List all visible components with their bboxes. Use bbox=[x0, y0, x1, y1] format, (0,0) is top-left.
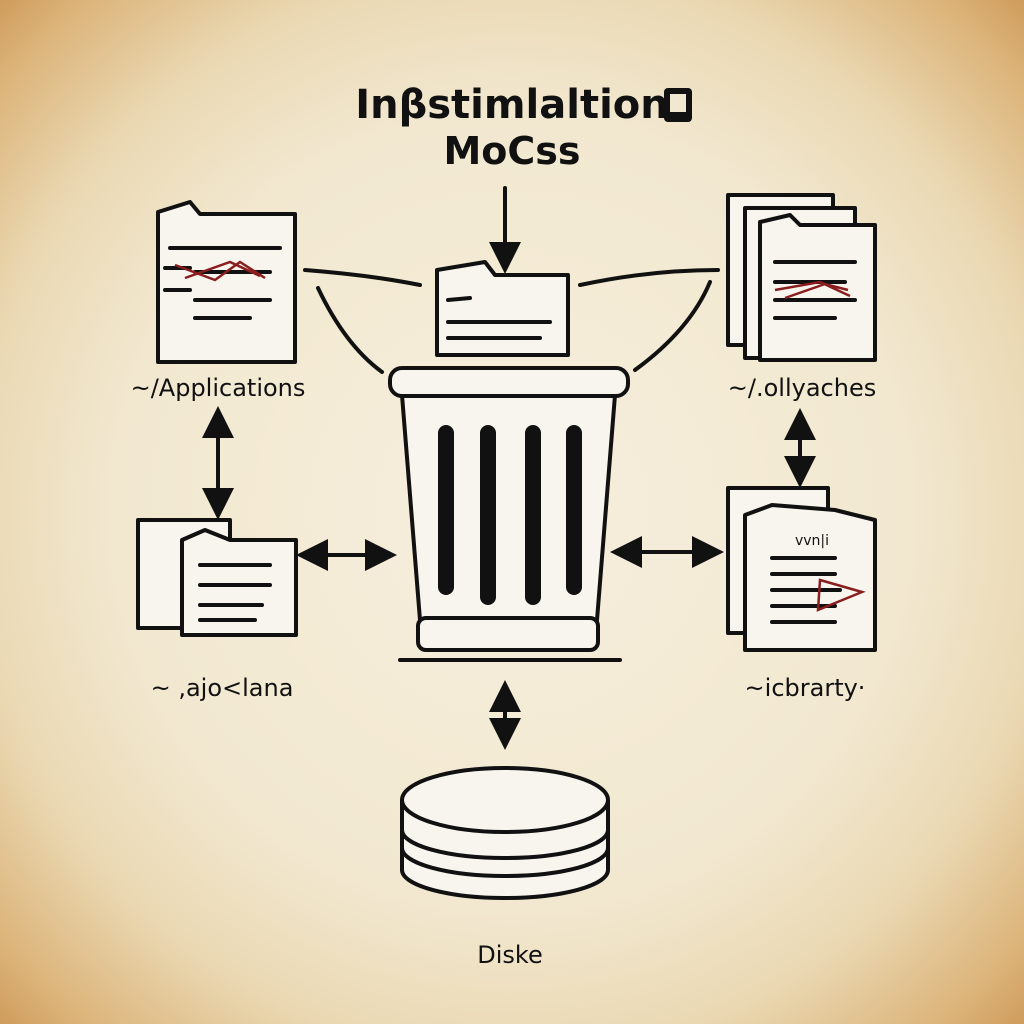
label-caches: ~/.ollyaches bbox=[728, 374, 876, 402]
files-icon-caches bbox=[726, 193, 877, 362]
connector-left-top bbox=[303, 268, 422, 287]
label-mid-left: ~ ,ajo<lana bbox=[151, 674, 294, 702]
diagram-title: Inβstimlaltion bbox=[355, 82, 669, 128]
connector-right-top bbox=[578, 268, 720, 287]
trash-can-icon bbox=[388, 366, 630, 662]
folder-icon-mid-left bbox=[136, 518, 298, 637]
files-icon-library: vvn|i bbox=[726, 486, 877, 652]
label-applications: ~/Applications bbox=[131, 374, 306, 402]
file-heading: vvn|i bbox=[795, 533, 829, 549]
phone-icon bbox=[664, 88, 692, 122]
folder-icon-center bbox=[435, 260, 570, 357]
label-disk: Diske bbox=[477, 941, 542, 969]
folder-icon-applications bbox=[156, 200, 297, 364]
connector-right-curve bbox=[633, 280, 712, 372]
diagram-subtitle: MoCss bbox=[443, 129, 580, 173]
disk-icon bbox=[400, 766, 610, 900]
connector-left-curve bbox=[316, 286, 384, 374]
label-library: ~icbrarty· bbox=[745, 674, 866, 702]
